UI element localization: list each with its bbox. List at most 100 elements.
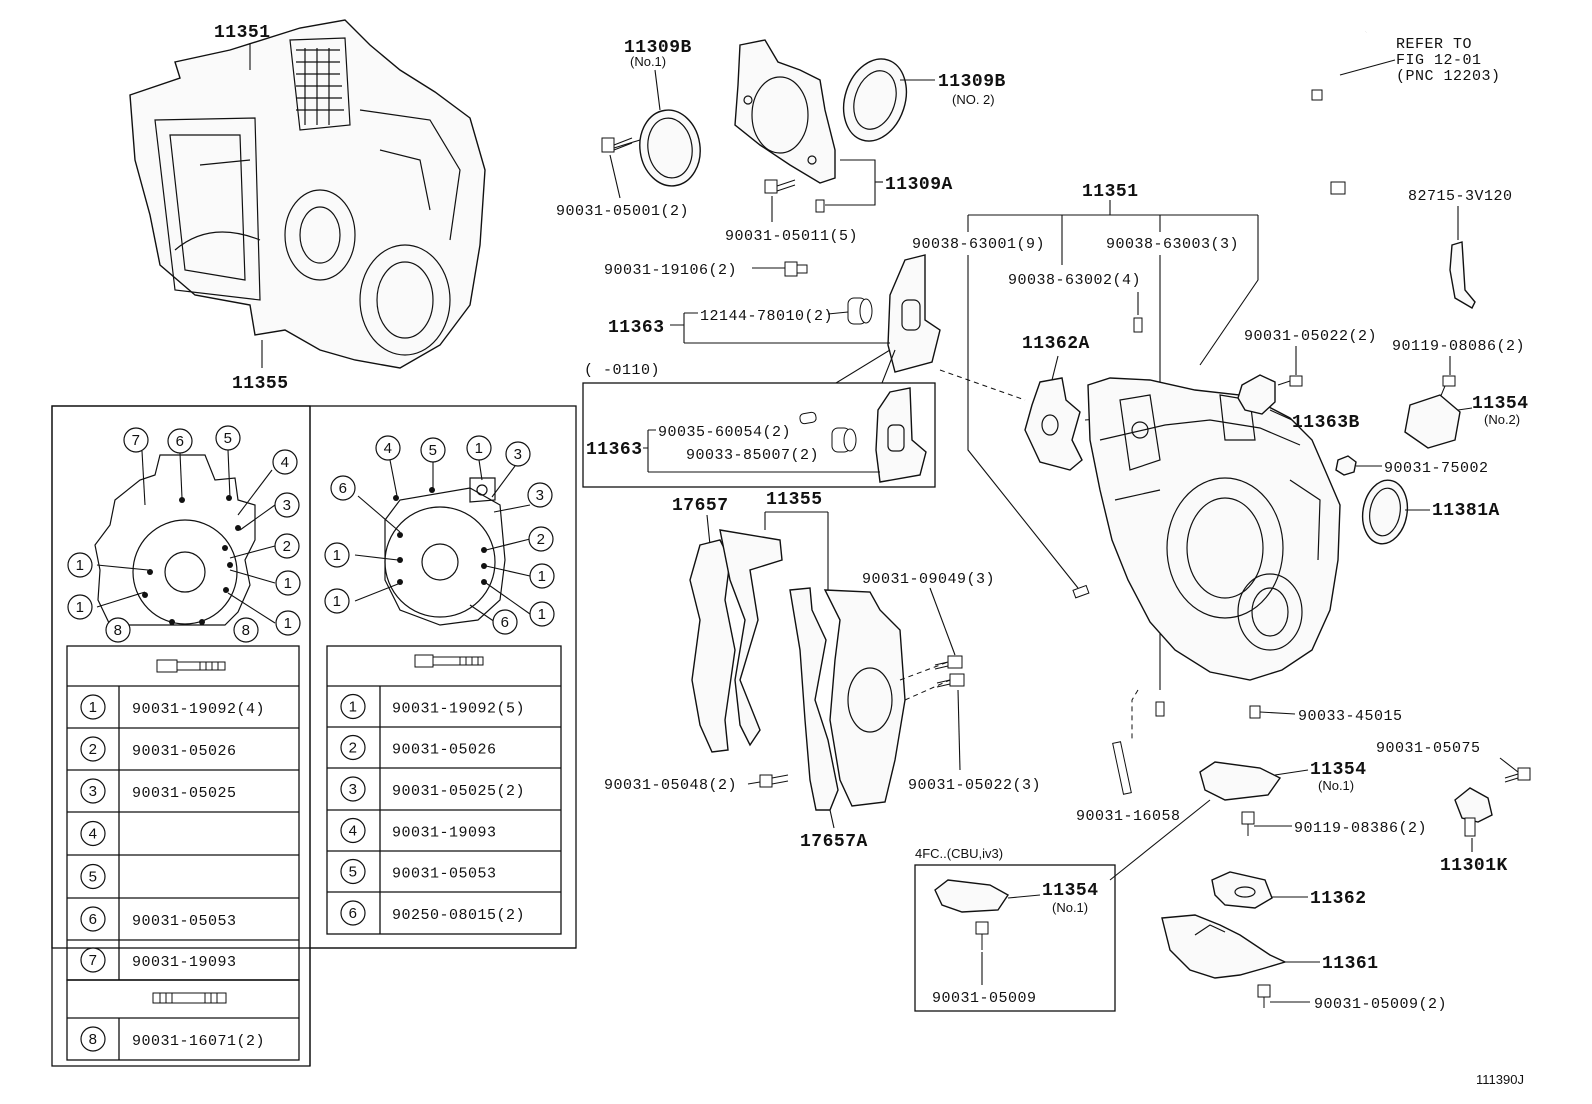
left-table-row-2-callout-number: 2 xyxy=(89,741,98,758)
left-table-row-7-callout: 7 xyxy=(80,947,106,973)
left-table-row-1-part: 90031-19092(4) xyxy=(132,701,265,718)
bolt-90031-19106[interactable] xyxy=(784,261,808,277)
plug-90033-45015[interactable] xyxy=(1249,705,1261,719)
label-90031-05022-3: 90031-05022(3) xyxy=(908,777,1041,794)
bolt-90119-08086[interactable] xyxy=(1439,375,1456,399)
bracket-11363-lower[interactable] xyxy=(875,387,927,483)
left-plate-callout-3: 5 xyxy=(215,425,241,451)
label-11363-a: 11363 xyxy=(608,318,665,338)
cover-11363b[interactable] xyxy=(1237,374,1276,415)
left-plate-callout-4-number: 4 xyxy=(281,454,290,471)
right-plate-callout-4: 3 xyxy=(505,441,531,467)
bolt-90031-05022-2[interactable] xyxy=(1277,375,1303,387)
left-plate-callout-2-number: 6 xyxy=(176,433,185,450)
left-plate-callout-12: 8 xyxy=(233,617,259,643)
right-table-row-4-part: 90031-19093 xyxy=(392,825,497,842)
plug-90031-75002[interactable] xyxy=(1335,455,1357,476)
right-plate-callout-9-number: 1 xyxy=(538,568,547,585)
oil-seal-11309b-no2[interactable] xyxy=(833,51,916,149)
bolt-90031-05009-variant[interactable] xyxy=(975,921,989,950)
cover-11354-no1[interactable] xyxy=(1199,761,1282,801)
sensor-11301k[interactable] xyxy=(1454,787,1493,837)
label-90031-16058: 90031-16058 xyxy=(1076,808,1181,825)
bracket-alt-box xyxy=(582,382,936,488)
left-plate-callout-7: 1 xyxy=(67,552,93,578)
right-plate-outline xyxy=(384,477,506,626)
left-plate-callout-2: 6 xyxy=(167,428,193,454)
oil-seal-11309b-no1[interactable] xyxy=(635,106,705,190)
gasket-17657a[interactable] xyxy=(789,587,906,811)
bolt-90031-09049[interactable] xyxy=(934,655,965,688)
label-82715-3v120: 82715-3V120 xyxy=(1408,188,1513,205)
label-90031-05022-2: 90031-05022(2) xyxy=(1244,328,1377,345)
bushing-12144-78010[interactable] xyxy=(847,297,873,325)
left-table-row-7-callout-number: 7 xyxy=(89,952,98,969)
shield-11361[interactable] xyxy=(1161,914,1287,979)
left-table-row-1-callout: 1 xyxy=(80,694,106,720)
right-plate-callout-2-number: 5 xyxy=(429,442,438,459)
right-table-row-3-callout-number: 3 xyxy=(349,781,358,798)
label-90035-60054: 90035-60054(2) xyxy=(658,424,791,441)
right-plate-callout-8: 1 xyxy=(324,542,350,568)
label-90031-09049: 90031-09049(3) xyxy=(862,571,995,588)
left-plate-callout-4: 4 xyxy=(272,449,298,475)
left-plate-callout-5-number: 3 xyxy=(283,497,292,514)
right-table-row-6-callout: 6 xyxy=(340,900,366,926)
dipstick-guide-pipe[interactable] xyxy=(1311,31,1368,233)
left-plate-callout-11-number: 8 xyxy=(114,622,123,639)
label-11354-box: 11354 xyxy=(1042,881,1099,901)
plate-11362a[interactable] xyxy=(1024,377,1083,471)
clamp-82715-3v120[interactable] xyxy=(1449,241,1476,309)
right-table-row-4-callout-number: 4 xyxy=(349,823,358,840)
right-plate-callout-6-number: 3 xyxy=(536,487,545,504)
bolt-90031-05048[interactable] xyxy=(759,774,789,788)
left-plate-callout-1: 7 xyxy=(123,427,149,453)
bolt-90031-05075[interactable] xyxy=(1504,767,1531,783)
label-11354-no2: 11354 xyxy=(1472,394,1529,414)
label-11362a: 11362A xyxy=(1022,334,1090,354)
right-table-row-1-callout-number: 1 xyxy=(349,699,358,716)
bolt-90031-05011[interactable] xyxy=(764,179,825,213)
bushing-90033-85007[interactable] xyxy=(831,427,857,453)
dowel-pins xyxy=(1072,317,1165,717)
left-plate-callout-8: 1 xyxy=(275,570,301,596)
left-plate-callout-7-number: 1 xyxy=(76,557,85,574)
label-refer-3: (PNC 12203) xyxy=(1396,68,1501,85)
left-plate-callout-9: 1 xyxy=(67,594,93,620)
bracket-11363-upper[interactable] xyxy=(887,254,941,373)
note-4fc: 4FC..(CBU,iv3) xyxy=(915,846,1003,861)
bolt-90119-08386[interactable] xyxy=(1241,811,1255,836)
label-11309b-no1-sub: (No.1) xyxy=(630,54,666,69)
cover-11354-no1-variant[interactable] xyxy=(934,879,1010,913)
engine-block-assembly-11351[interactable] xyxy=(129,19,486,369)
label-11355-left: 11355 xyxy=(232,374,289,394)
gasket-17657[interactable] xyxy=(689,529,783,753)
bolt-90031-05001[interactable] xyxy=(601,137,633,153)
left-table-stud-callout: 8 xyxy=(80,1026,106,1052)
left-table-stud-callout-number: 8 xyxy=(89,1031,98,1048)
label-90038-63001: 90038-63001(9) xyxy=(912,236,1045,253)
pin-90035-60054[interactable] xyxy=(799,411,817,425)
label-90031-05048: 90031-05048(2) xyxy=(604,777,737,794)
stud-90031-16058[interactable] xyxy=(1112,741,1132,795)
seal-retainer-11309a[interactable] xyxy=(734,39,836,184)
left-plate-callout-6: 2 xyxy=(274,533,300,559)
right-plate-callout-12-number: 1 xyxy=(538,606,547,623)
plate-11362[interactable] xyxy=(1211,871,1273,909)
right-table-row-4-callout: 4 xyxy=(340,817,366,844)
label-11354-no1: 11354 xyxy=(1310,760,1367,780)
label-refer-2: FIG 12-01 xyxy=(1396,52,1482,69)
label-17657: 17657 xyxy=(672,496,729,516)
right-bolt-table xyxy=(326,645,562,935)
diagram-code: 111390J xyxy=(1476,1072,1524,1087)
cover-11354-no2[interactable] xyxy=(1404,394,1461,449)
left-plate-callout-10: 1 xyxy=(275,610,301,636)
left-plate-callout-10-number: 1 xyxy=(284,615,293,632)
label-90031-05001: 90031-05001(2) xyxy=(556,203,689,220)
oil-seal-11381a[interactable] xyxy=(1358,477,1412,548)
bolt-90031-05009-2[interactable] xyxy=(1257,984,1271,1008)
